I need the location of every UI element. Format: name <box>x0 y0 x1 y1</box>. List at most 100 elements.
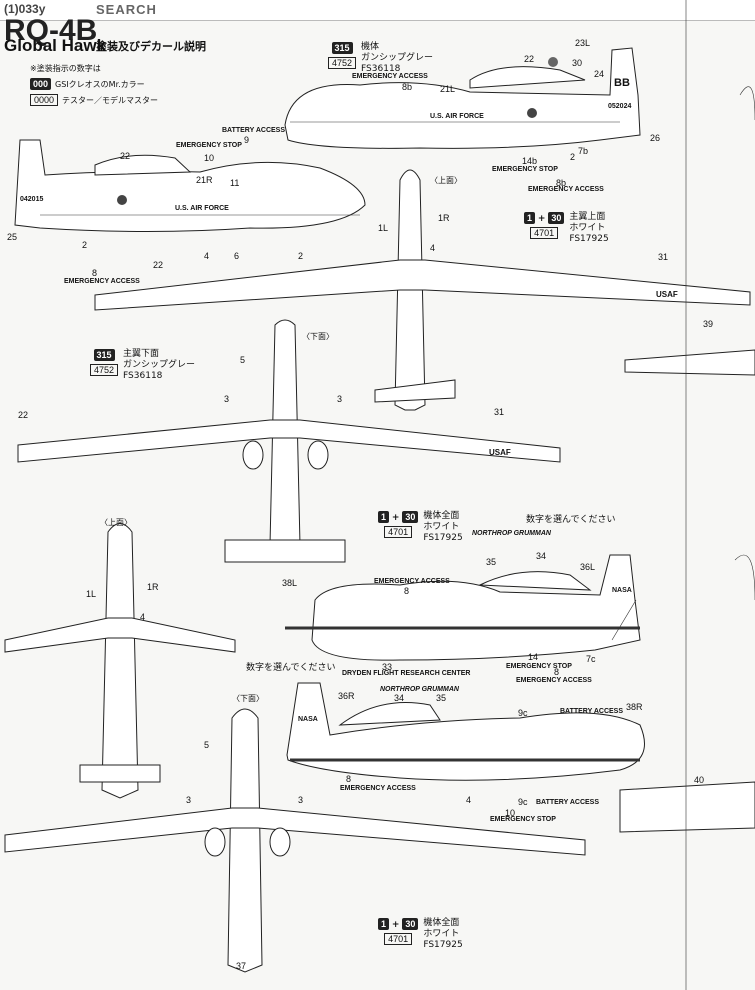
tester-text: テスター／モデルマスター <box>62 95 159 105</box>
page-title: 塗装及びデカール説明 <box>96 40 206 53</box>
callout-number: 8b <box>556 178 567 188</box>
tail-serial-2: 042015 <box>20 196 44 203</box>
callout-number: 22 <box>153 260 164 270</box>
view-label-top-2: 〈上面〉 <box>100 518 132 527</box>
label-emergency-stop: EMERGENCY STOP <box>176 142 242 149</box>
mr-color-code: 1 <box>378 511 390 523</box>
mr-color-code-2: 30 <box>548 212 565 224</box>
callout-number: 7c <box>586 654 596 664</box>
gsi-code-badge: 000 <box>30 78 52 90</box>
callout-number: 3 <box>337 394 343 404</box>
callout-number: 4 <box>204 251 210 261</box>
callout-number: 22 <box>18 410 29 420</box>
label-emergency-access-5: EMERGENCY ACCESS <box>516 677 592 684</box>
paint-part: 機体 <box>361 42 380 52</box>
callout-number: 34 <box>536 551 547 561</box>
callout-number: 8b <box>402 82 413 92</box>
callout-number: 5 <box>240 355 246 365</box>
callout-number: 4 <box>430 243 436 253</box>
top-view-1 <box>94 169 751 411</box>
label-emergency-stop-2: EMERGENCY STOP <box>492 166 558 173</box>
callout-number: 4 <box>466 795 472 805</box>
choose-numbers-note-2: 数字を選んでください <box>246 663 336 673</box>
search-label[interactable]: SEARCH <box>96 2 157 17</box>
callout-number: 22 <box>524 54 535 64</box>
paint-color: ホワイト <box>423 929 460 939</box>
callout-number: 3 <box>298 795 304 805</box>
tester-code: 4752 <box>90 364 119 376</box>
callout-number: 10 <box>204 153 215 163</box>
paint-fs: FS17925 <box>423 940 463 950</box>
model-subtitle: Global Hawk <box>4 36 107 55</box>
top-view-2 <box>4 523 236 799</box>
callout-number: 8 <box>554 667 560 677</box>
callout-number: 2 <box>82 240 88 250</box>
side-view-nasa-bottom <box>286 682 645 781</box>
callout-number: 21R <box>196 175 213 185</box>
paint-part: 機体全面 <box>423 918 460 928</box>
callout-number: 31 <box>494 407 505 417</box>
label-battery-access-2: BATTERY ACCESS <box>560 708 624 715</box>
tester-code: 4752 <box>328 57 357 69</box>
callout-number: 6 <box>234 251 240 261</box>
paint-part: 機体全面 <box>423 511 460 521</box>
paint-color: ホワイト <box>569 223 606 233</box>
label-dryden: DRYDEN FLIGHT RESEARCH CENTER <box>342 670 471 677</box>
label-battery-access: BATTERY ACCESS <box>222 127 286 134</box>
callout-number: 3 <box>224 394 230 404</box>
tail-serial: 052024 <box>608 103 632 110</box>
callout-number: 1R <box>147 582 159 592</box>
legend-note: ※塗装指示の数字は <box>30 64 101 73</box>
tail-code: BB <box>614 77 630 89</box>
view-label-bottom: 〈下面〉 <box>302 332 334 341</box>
paint-color: ガンシップグレー <box>361 53 434 63</box>
site-badge[interactable]: (1)033y <box>4 2 46 16</box>
paint-color: ガンシップグレー <box>123 360 196 370</box>
label-northrop-2: NORTHROP GRUMMAN <box>380 686 459 693</box>
callout-number: 33 <box>382 662 393 672</box>
mr-color-code: 315 <box>93 349 115 361</box>
callout-number: 21L <box>440 84 456 94</box>
callout-number: 1L <box>378 223 389 233</box>
callout-number: 38L <box>282 578 298 588</box>
callout-number: 10 <box>505 808 516 818</box>
callout-number: 26 <box>650 133 661 143</box>
mr-color-code: 1 <box>524 212 536 224</box>
paint-fs: FS36118 <box>123 371 163 381</box>
callout-number: 1L <box>86 589 97 599</box>
callout-number: 35 <box>436 693 447 703</box>
wing-usaf-2: USAF <box>489 448 511 457</box>
callout-number: 9c <box>518 708 528 718</box>
label-nasa-tail-2: NASA <box>298 716 318 723</box>
callout-number: 40 <box>694 775 705 785</box>
callout-number: 25 <box>7 232 18 242</box>
paint-fs: FS17925 <box>569 234 609 244</box>
paint-part: 主翼上面 <box>569 212 606 222</box>
callout-number: 7b <box>578 146 589 156</box>
mr-color-code-2: 30 <box>402 918 419 930</box>
paint-fs: FS17925 <box>423 533 463 543</box>
callout-number: 8 <box>346 774 352 784</box>
callout-number: 37 <box>236 961 247 971</box>
side-view-left <box>14 139 366 232</box>
callout-number: 22 <box>120 151 131 161</box>
callout-number: 4 <box>140 612 146 622</box>
label-us-air-force-2: U.S. AIR FORCE <box>175 205 229 212</box>
paint-part: 主翼下面 <box>123 349 160 359</box>
view-label-bottom-2: 〈下面〉 <box>232 694 264 703</box>
callout-number: 8 <box>92 268 98 278</box>
label-emergency-access-2: EMERGENCY ACCESS <box>528 186 604 193</box>
callout-number: 11 <box>230 178 240 188</box>
label-emergency-access-3: EMERGENCY ACCESS <box>64 278 140 285</box>
side-view-top-right <box>284 47 641 149</box>
callout-number: 34 <box>394 693 405 703</box>
callout-number: 30 <box>572 58 583 68</box>
view-label-top: 〈上面〉 <box>430 176 462 185</box>
